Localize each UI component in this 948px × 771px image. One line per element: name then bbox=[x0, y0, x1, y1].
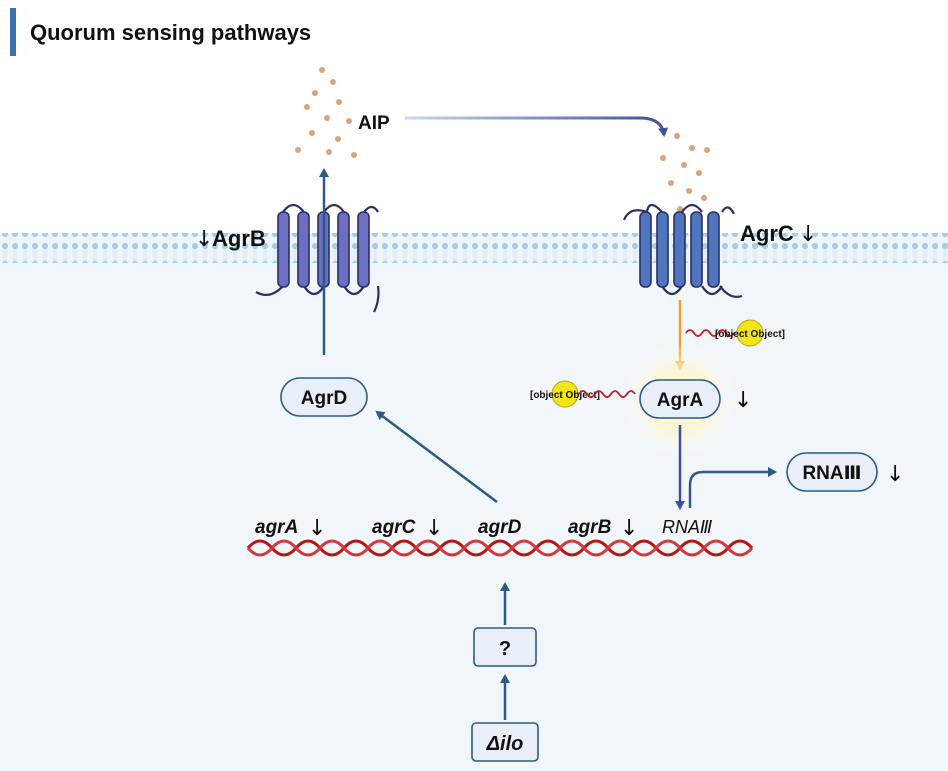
agra-trend-arrow: ↓ bbox=[734, 388, 752, 413]
rnaiii-transcription-arrow bbox=[688, 467, 777, 508]
rnaiii-label: RNAⅢ bbox=[802, 463, 861, 484]
rnaiii-node bbox=[786, 452, 878, 492]
agra-label: AgrA bbox=[657, 390, 704, 411]
page-title: Quorum sensing pathways bbox=[30, 20, 311, 45]
agrb-trend-arrow: ↓ bbox=[195, 227, 213, 252]
agrc-label: AgrC bbox=[740, 221, 794, 246]
agrc-protein bbox=[622, 203, 743, 298]
title-accent-bar bbox=[10, 8, 16, 56]
agrc-phosphate-label: [object Object] bbox=[715, 329, 785, 340]
unknown-regulator-label: ? bbox=[499, 638, 511, 660]
agrd-node bbox=[280, 377, 368, 417]
unknown-regulator-box bbox=[473, 627, 537, 667]
gene-agra-label: agrA bbox=[255, 517, 298, 538]
agrc-phosphate-icon bbox=[736, 319, 764, 347]
gene-label-agrd: agrD bbox=[478, 517, 522, 538]
gene-agrc-label: agrC bbox=[372, 517, 416, 538]
cytoplasm-region bbox=[0, 262, 948, 771]
mutant-label: Δilo bbox=[486, 733, 524, 755]
agrd-label: AgrD bbox=[301, 388, 347, 409]
gene-label-agra: agrA ↓ bbox=[255, 516, 326, 541]
agrb-protein bbox=[255, 203, 380, 313]
agrd-translation-arrow bbox=[375, 410, 498, 503]
agrc-label-group: AgrC ↓ bbox=[740, 221, 817, 247]
gene-rnaiii-label: RNAⅢ bbox=[662, 517, 712, 537]
aip-transfer-arrow bbox=[405, 116, 669, 137]
cell-membrane bbox=[0, 233, 948, 263]
agra-phosphate-tail bbox=[578, 390, 636, 398]
agra-phosphate-label: [object Object] bbox=[530, 390, 600, 401]
aip-label: AIP bbox=[358, 113, 390, 134]
agra-node bbox=[639, 379, 721, 419]
agrc-trend-arrow: ↓ bbox=[799, 222, 817, 247]
aip-signal-dots bbox=[295, 67, 710, 212]
gene-agra-trend: ↓ bbox=[308, 516, 326, 541]
agra-phosphate-icon bbox=[551, 380, 579, 408]
agrb-label-group: ↓ AgrB bbox=[195, 226, 266, 252]
gene-label-agrb: agrB ↓ bbox=[568, 516, 638, 541]
dna-helix bbox=[246, 539, 754, 557]
gene-agrb-trend: ↓ bbox=[620, 516, 638, 541]
gene-label-agrc: agrC ↓ bbox=[372, 516, 443, 541]
gene-agrc-trend: ↓ bbox=[425, 516, 443, 541]
gene-label-rnaiii: RNAⅢ bbox=[662, 517, 712, 537]
rnaiii-trend-arrow: ↓ bbox=[886, 462, 904, 487]
agrc-phosphate-tail bbox=[685, 329, 735, 337]
gene-agrd-label: agrD bbox=[478, 517, 522, 538]
mutant-box bbox=[471, 722, 539, 762]
agrb-label: AgrB bbox=[212, 226, 266, 251]
gene-agrb-label: agrB bbox=[568, 517, 612, 538]
